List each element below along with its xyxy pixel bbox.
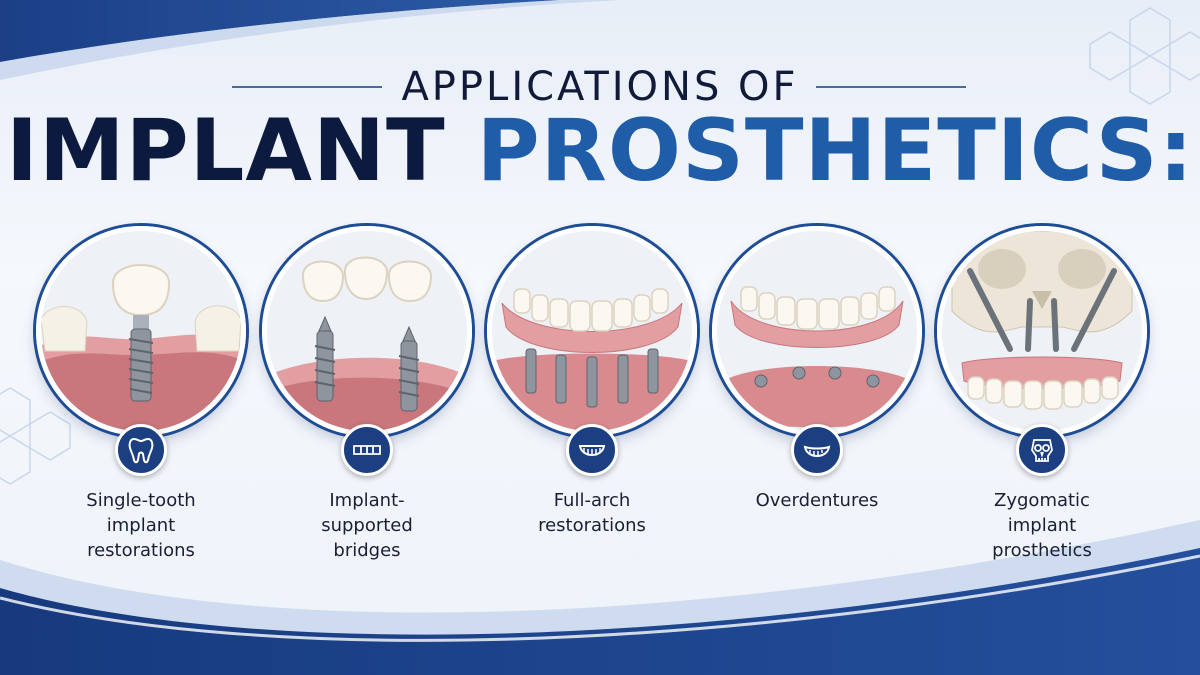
title-word-implant: IMPLANT — [6, 101, 446, 201]
zygomatic-illustration — [937, 226, 1147, 436]
bottom-wave-highlight — [0, 554, 1200, 642]
page-title: IMPLANT PROSTHETICS: — [0, 108, 1200, 194]
bottom-wave — [0, 548, 1200, 675]
full-arch-icon — [566, 424, 618, 476]
application-label: Implant- supported bridges — [321, 490, 413, 561]
overdenture-illustration — [712, 226, 922, 436]
title-kicker: APPLICATIONS OF — [401, 64, 799, 110]
title-rule-left — [232, 86, 382, 88]
application-label: Zygomatic implant prosthetics — [992, 490, 1092, 561]
skull-icon — [1016, 424, 1068, 476]
title-rule-right — [816, 86, 966, 88]
overdenture-icon — [791, 424, 843, 476]
implant-bridge-illustration — [262, 226, 472, 436]
single-implant-illustration — [36, 226, 246, 436]
full-arch-illustration — [487, 226, 697, 436]
bridge-icon — [341, 424, 393, 476]
hexagon-pattern-left — [0, 387, 71, 485]
title-word-prosthetics: PROSTHETICS: — [476, 101, 1194, 201]
application-label: Single-tooth implant restorations — [86, 490, 196, 561]
top-wave — [0, 0, 560, 62]
application-label: Full-arch restorations — [538, 490, 646, 536]
tooth-icon — [115, 424, 167, 476]
bottom-wave-light — [0, 520, 1200, 646]
hexagon-pattern-right — [1089, 7, 1200, 105]
application-label: Overdentures — [755, 490, 879, 511]
